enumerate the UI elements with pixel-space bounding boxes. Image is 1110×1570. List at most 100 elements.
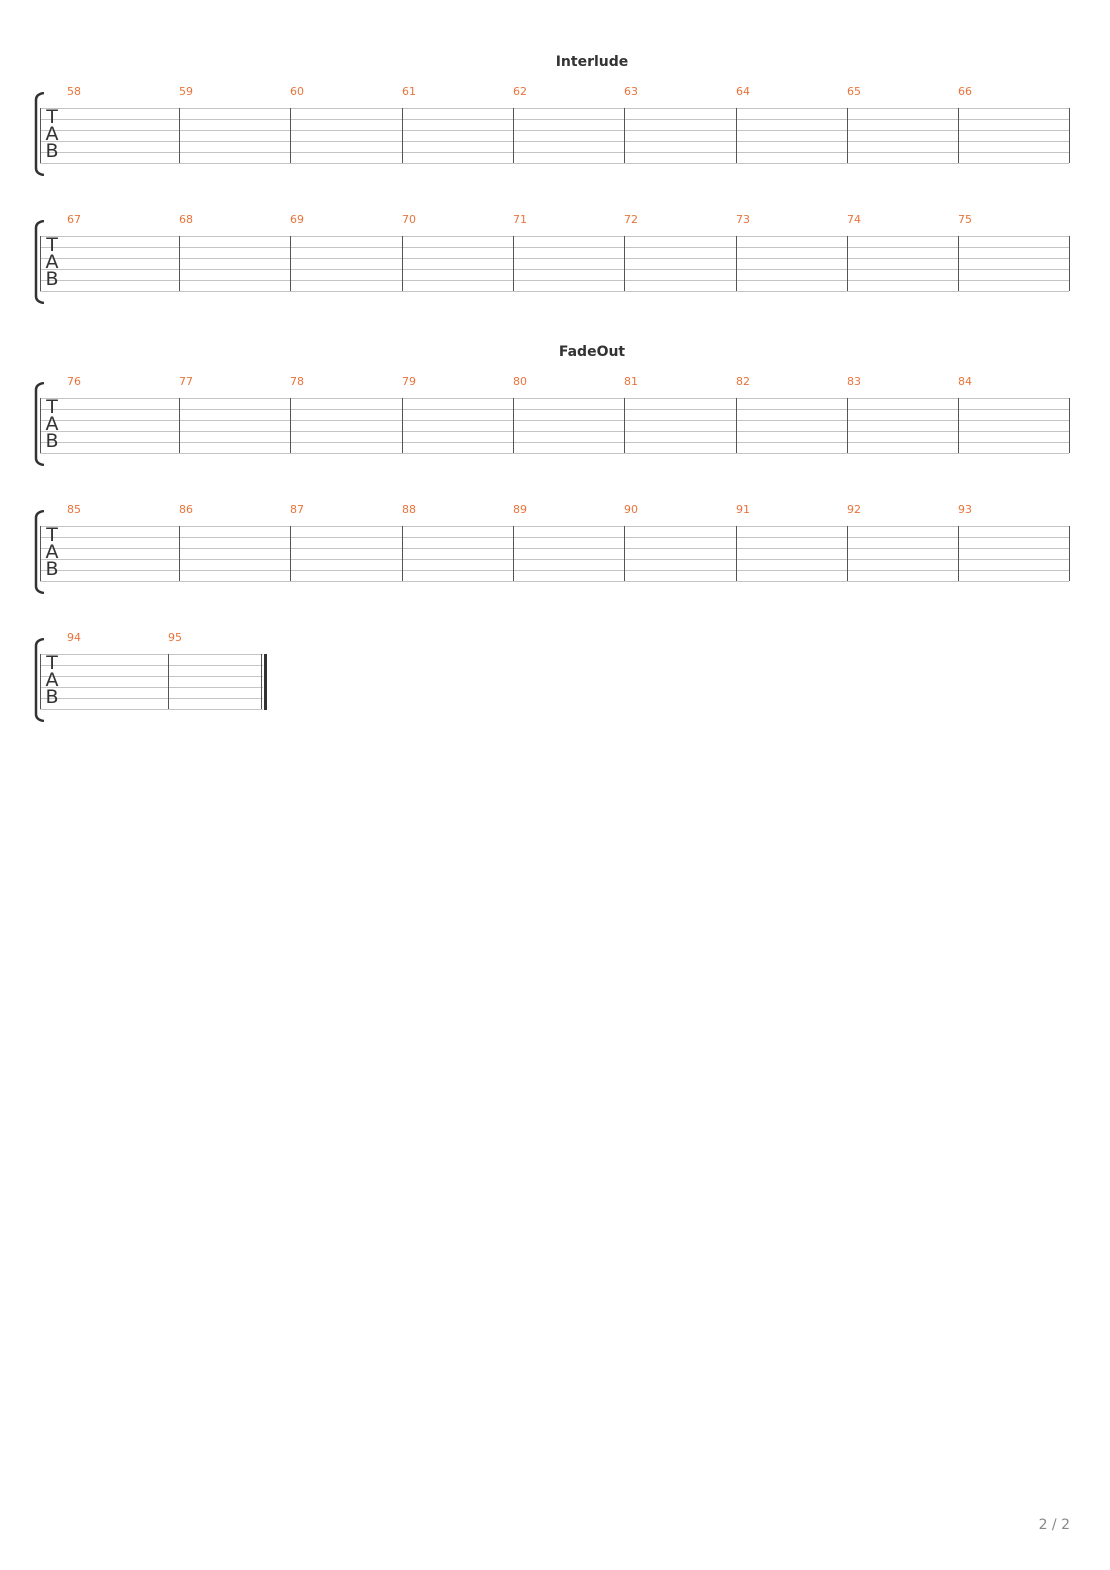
string-line <box>40 526 1069 527</box>
tab-clef-letter: A <box>45 669 59 691</box>
bar-line <box>847 526 848 581</box>
measure-number: 58 <box>67 85 81 98</box>
final-bar-thick <box>264 654 267 710</box>
measure-number: 64 <box>736 85 750 98</box>
measure-number: 81 <box>624 375 638 388</box>
string-line <box>40 119 1069 120</box>
measure-number: 66 <box>958 85 972 98</box>
tab-clef-letter: B <box>45 140 59 162</box>
string-line <box>40 236 1069 237</box>
bar-line <box>1069 398 1070 453</box>
bar-line <box>847 236 848 291</box>
measure-number: 87 <box>290 503 304 516</box>
section-title: FadeOut <box>558 344 626 360</box>
bar-line <box>847 108 848 163</box>
string-line <box>40 654 263 655</box>
measure-number: 67 <box>67 213 81 226</box>
bar-line <box>1069 526 1070 581</box>
measure-number: 79 <box>402 375 416 388</box>
string-line <box>40 709 263 710</box>
string-line <box>40 269 1069 270</box>
bar-line <box>40 654 41 709</box>
measure-number: 92 <box>847 503 861 516</box>
measure-number: 60 <box>290 85 304 98</box>
bar-line <box>179 108 180 163</box>
bar-line <box>290 108 291 163</box>
string-line <box>40 687 263 688</box>
measure-number: 75 <box>958 213 972 226</box>
bar-line <box>624 236 625 291</box>
bar-line <box>179 398 180 453</box>
section-title: Interlude <box>555 54 629 70</box>
bar-line <box>290 398 291 453</box>
string-line <box>40 676 263 677</box>
bar-line <box>958 108 959 163</box>
string-line <box>40 698 263 699</box>
bar-line <box>624 108 625 163</box>
measure-number: 69 <box>290 213 304 226</box>
measure-number: 68 <box>179 213 193 226</box>
measure-number: 71 <box>513 213 527 226</box>
bar-line <box>40 398 41 453</box>
measure-number: 85 <box>67 503 81 516</box>
string-line <box>40 442 1069 443</box>
measure-number: 78 <box>290 375 304 388</box>
final-bar-thin <box>261 654 262 709</box>
bar-line <box>402 108 403 163</box>
bar-line <box>1069 236 1070 291</box>
system-bracket <box>34 382 44 466</box>
bar-line <box>290 236 291 291</box>
string-line <box>40 108 1069 109</box>
bar-line <box>624 398 625 453</box>
bar-line <box>40 526 41 581</box>
string-line <box>40 247 1069 248</box>
measure-number: 77 <box>179 375 193 388</box>
measure-number: 59 <box>179 85 193 98</box>
tab-clef-letter: T <box>46 234 58 256</box>
measure-number: 94 <box>67 631 81 644</box>
tab-clef-letter: A <box>45 123 59 145</box>
string-line <box>40 431 1069 432</box>
bar-line <box>958 398 959 453</box>
bar-line <box>736 398 737 453</box>
bar-line <box>513 526 514 581</box>
string-line <box>40 163 1069 164</box>
bar-line <box>168 654 169 709</box>
measure-number: 63 <box>624 85 638 98</box>
page-number: 2 / 2 <box>1038 1517 1070 1533</box>
string-line <box>40 570 1069 571</box>
tab-clef-letter: T <box>46 524 58 546</box>
measure-number: 83 <box>847 375 861 388</box>
string-line <box>40 280 1069 281</box>
bar-line <box>736 236 737 291</box>
bar-line <box>402 398 403 453</box>
string-line <box>40 548 1069 549</box>
measure-number: 61 <box>402 85 416 98</box>
bar-line <box>402 236 403 291</box>
bar-line <box>1069 108 1070 163</box>
measure-number: 91 <box>736 503 750 516</box>
measure-number: 76 <box>67 375 81 388</box>
string-line <box>40 291 1069 292</box>
measure-number: 93 <box>958 503 972 516</box>
bar-line <box>40 108 41 163</box>
measure-number: 90 <box>624 503 638 516</box>
tab-clef-letter: T <box>46 106 58 128</box>
string-line <box>40 398 1069 399</box>
measure-number: 62 <box>513 85 527 98</box>
bar-line <box>513 398 514 453</box>
bar-line <box>179 526 180 581</box>
system-bracket <box>34 638 44 722</box>
bar-line <box>958 526 959 581</box>
bar-line <box>402 526 403 581</box>
measure-number: 95 <box>168 631 182 644</box>
string-line <box>40 420 1069 421</box>
measure-number: 82 <box>736 375 750 388</box>
string-line <box>40 152 1069 153</box>
measure-number: 73 <box>736 213 750 226</box>
string-line <box>40 453 1069 454</box>
